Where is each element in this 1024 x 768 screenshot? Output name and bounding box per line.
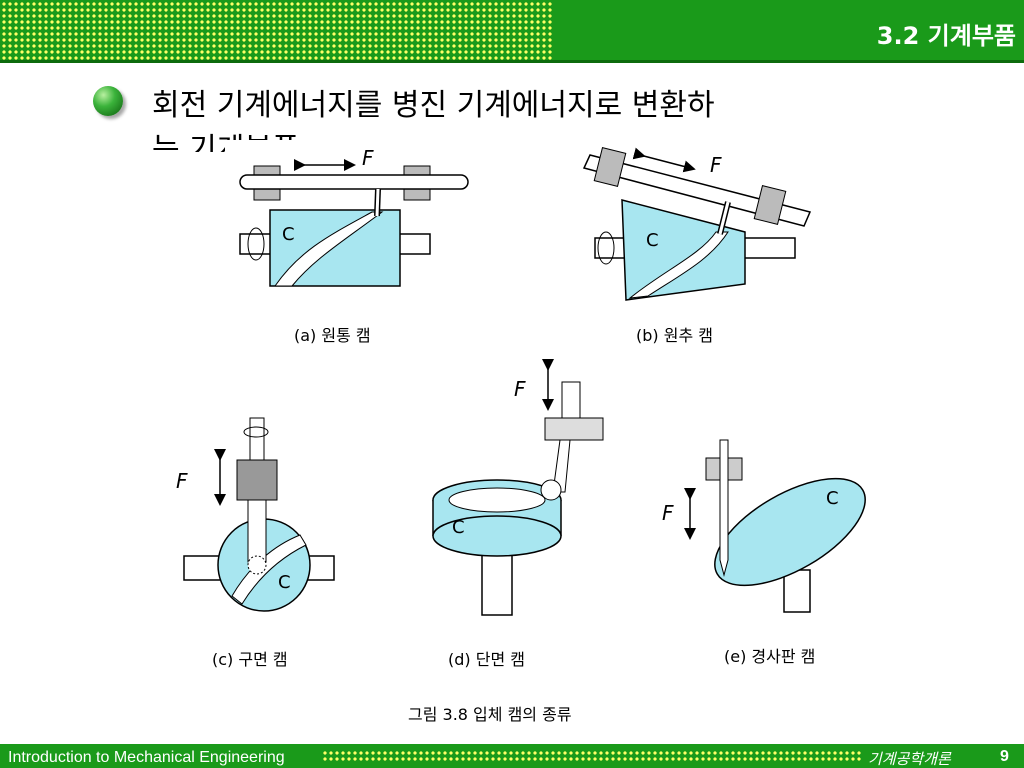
caption-spherical-cam: (c) 구면 캠 — [212, 650, 288, 669]
caption-conical-cam: (b) 원추 캠 — [636, 326, 713, 345]
force-label-c: F — [176, 469, 188, 493]
bullet-icon — [93, 86, 123, 116]
cam-label-a: C — [282, 224, 295, 245]
cam-label-c: C — [278, 572, 291, 593]
bullet-text: 회전 기계에너지를 병진 기계에너지로 변환하 — [152, 88, 715, 123]
cam-label-e: C — [826, 488, 839, 509]
course-title: Introduction to Mechanical Engineering — [8, 749, 285, 766]
force-label-a: F — [362, 146, 374, 170]
spherical-cam-drawing: F C — [176, 417, 335, 612]
caption-face-cam: (d) 단면 캠 — [448, 650, 525, 669]
cylindrical-cam-drawing: F C — [239, 146, 469, 287]
header-dot-pattern — [0, 0, 552, 60]
page-number: 9 — [1000, 748, 1009, 765]
cam-label-d: C — [452, 517, 465, 538]
course-title-korean: 기계공학개론 — [868, 750, 951, 768]
cam-label-b: C — [646, 230, 659, 251]
conical-cam-drawing: F C — [582, 146, 812, 301]
face-cam-drawing: F C — [432, 359, 604, 616]
force-label-b: F — [710, 153, 722, 177]
caption-swash-plate-cam: (e) 경사판 캠 — [724, 647, 816, 666]
swash-plate-cam-drawing: F C — [662, 439, 866, 613]
footer-dot-pattern — [322, 750, 862, 762]
caption-cylindrical-cam: (a) 원통 캠 — [294, 326, 371, 345]
force-label-e: F — [662, 501, 674, 525]
header-divider — [0, 60, 1024, 63]
section-title: 3.2 기계부품 — [876, 22, 1016, 50]
figure-caption: 그림 3.8 입체 캠의 종류 — [408, 705, 572, 724]
force-label-d: F — [514, 377, 526, 401]
